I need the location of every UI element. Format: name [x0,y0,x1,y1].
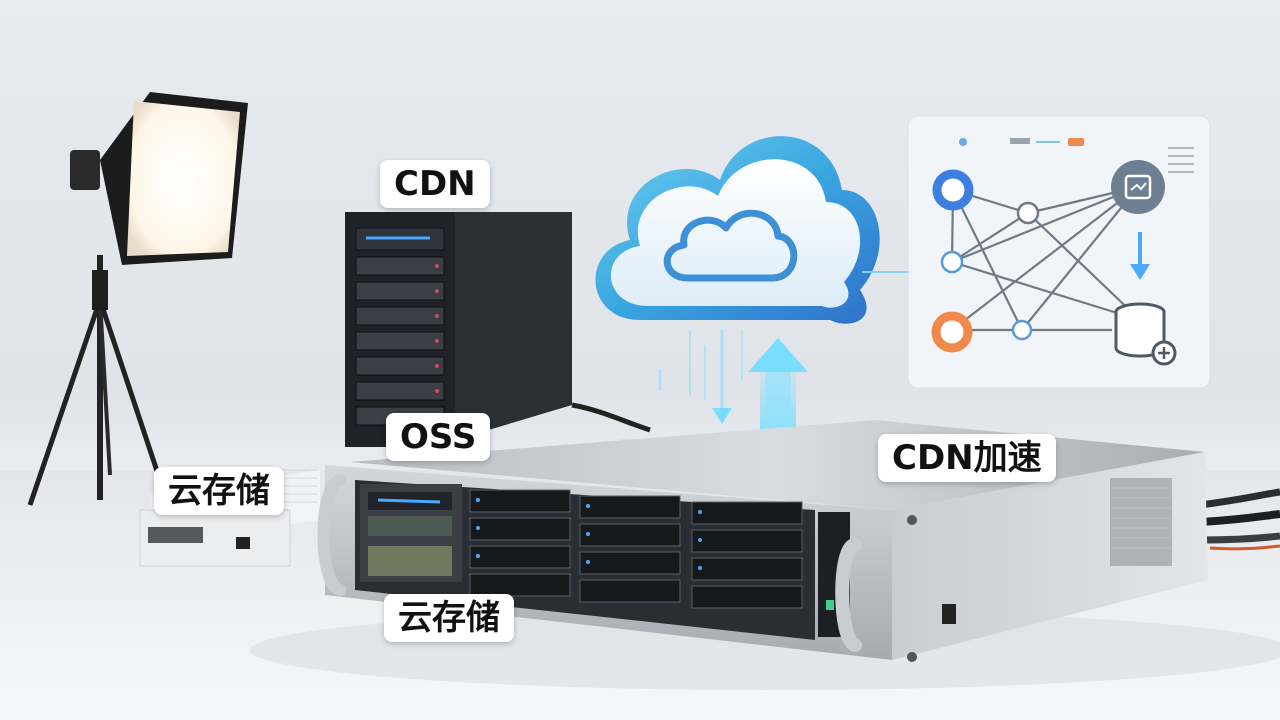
label-cloud-storage-small: 云存储 [154,467,284,515]
label-oss: OSS [386,413,491,461]
cloud-icon [595,136,880,324]
server-tower-icon [345,212,572,447]
label-cdn: CDN [380,160,490,208]
network-diagram-icon [907,115,1211,389]
label-cloud-storage-bottom: 云存储 [384,594,514,642]
softbox-light-icon [27,92,248,506]
label-cdn-accel: CDN加速 [878,434,1056,482]
